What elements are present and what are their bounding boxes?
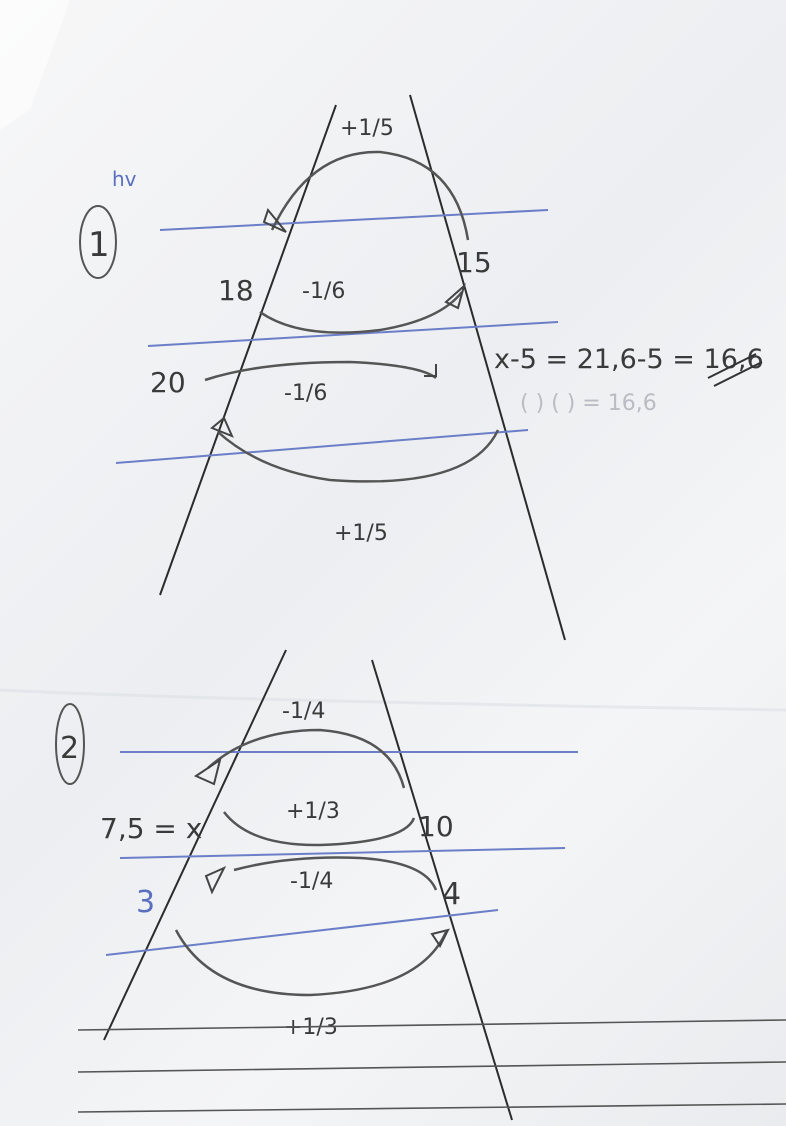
op-lower-mid-2: -1/4 <box>290 869 333 894</box>
op-upper-mid-2: +1/3 <box>286 799 340 824</box>
value-18: 18 <box>218 274 254 307</box>
ruled-line-2 <box>77 1061 786 1073</box>
arc-upper-mid <box>259 291 463 334</box>
arc-bottom-2 <box>174 929 448 997</box>
parallel-line-3 <box>115 429 529 464</box>
arrowhead-bottom-2 <box>430 928 450 948</box>
arrowhead-lower-mid <box>424 364 437 377</box>
arc-top <box>270 150 470 241</box>
arrowhead-lower-mid-2 <box>204 865 227 895</box>
arrowhead-upper-mid <box>444 283 466 310</box>
parallel-line-2 <box>147 321 559 347</box>
value-10: 10 <box>418 810 454 843</box>
problem-1: hv 1 18 20 15 +1/5 -1/6 -1/6 +1/5 x-5 = … <box>79 94 764 641</box>
arrowhead-bottom <box>210 416 234 438</box>
arc-lower-mid <box>204 360 437 382</box>
op-bottom: +1/5 <box>334 521 388 546</box>
value-15: 15 <box>456 246 492 279</box>
op-top: +1/5 <box>340 116 394 141</box>
parallel-line-1 <box>159 209 549 231</box>
value-20: 20 <box>150 366 186 399</box>
arc-upper-mid-2 <box>223 811 416 847</box>
parallel-line-2-2 <box>119 847 566 859</box>
op-top-2: -1/4 <box>282 699 325 724</box>
equation: x-5 = 21,6-5 = 16,6 <box>494 344 764 375</box>
faint-text: ( ) ( ) = 16,6 <box>520 391 657 416</box>
problem-2-number: 2 <box>60 731 79 766</box>
underline-2 <box>713 361 763 387</box>
answer-x: 7,5 = x <box>100 812 202 845</box>
problem-2-circle <box>55 703 85 785</box>
left-slant-line-2 <box>103 649 287 1041</box>
paper-fold <box>0 688 786 712</box>
arrowhead-top <box>262 207 287 233</box>
parallel-line-2-3 <box>105 909 499 956</box>
ruled-line-1 <box>77 1019 786 1031</box>
op-lower-mid: -1/6 <box>284 381 327 406</box>
arc-lower-mid-2 <box>233 856 438 891</box>
op-upper-mid: -1/6 <box>302 279 345 304</box>
right-slant-line <box>409 94 566 641</box>
paper-corner <box>0 0 70 130</box>
problem-2: 2 7,5 = x 10 3 4 -1/4 +1/3 -1/4 +1/3 <box>55 649 578 1121</box>
arc-top-2 <box>207 728 406 789</box>
value-4: 4 <box>442 877 461 912</box>
problem-1-circle <box>79 205 117 279</box>
value-3: 3 <box>136 885 155 920</box>
arc-bottom <box>217 429 500 483</box>
label-hv: hv <box>112 167 137 191</box>
ruled-line-3 <box>77 1103 786 1113</box>
underline-1 <box>707 353 757 379</box>
problem-1-number: 1 <box>88 225 110 265</box>
right-slant-line-2 <box>371 659 513 1121</box>
left-slant-line <box>159 104 337 596</box>
arrowhead-top-2 <box>193 757 222 786</box>
